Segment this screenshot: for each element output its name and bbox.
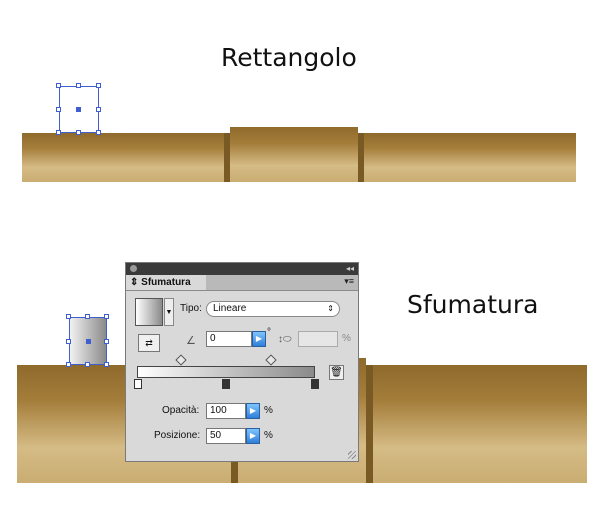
gradient-stop-start[interactable] xyxy=(134,379,142,389)
midpoint-diamond-left[interactable] xyxy=(175,354,187,366)
gradient-stop-mid[interactable] xyxy=(222,379,230,389)
aspect-ratio-unit: % xyxy=(342,333,351,344)
double-arrow-icon: ⇕ xyxy=(130,277,139,288)
pipe-top-joint-right xyxy=(358,133,364,182)
handle-w[interactable] xyxy=(56,107,61,112)
handle-n[interactable] xyxy=(76,83,81,88)
resize-grip-icon[interactable] xyxy=(348,451,356,459)
angle-unit: ° xyxy=(267,327,271,338)
handle-e-2[interactable] xyxy=(104,339,109,344)
close-icon[interactable] xyxy=(130,265,137,272)
opacity-label: Opacità: xyxy=(162,405,200,416)
center-point-2 xyxy=(86,339,91,344)
handle-nw-2[interactable] xyxy=(66,314,71,319)
handle-sw[interactable] xyxy=(56,130,61,135)
swatch-dropdown-icon[interactable]: ▼ xyxy=(164,298,174,326)
reverse-gradient-button[interactable]: ⇄ xyxy=(138,334,160,352)
center-point xyxy=(76,107,81,112)
gradient-bar[interactable] xyxy=(137,366,315,378)
handle-n-2[interactable] xyxy=(85,314,90,319)
panel-tabrow: ⇕ Sfumatura ▾≡ xyxy=(126,275,358,291)
handle-se-2[interactable] xyxy=(104,362,109,367)
handle-e[interactable] xyxy=(96,107,101,112)
pipe-top-coupling xyxy=(230,127,358,182)
handle-ne-2[interactable] xyxy=(104,314,109,319)
panel-titlebar[interactable]: ◂◂ xyxy=(126,263,358,275)
opacity-field[interactable]: 100 xyxy=(206,403,246,419)
handle-nw[interactable] xyxy=(56,83,61,88)
delete-stop-icon[interactable]: 🗑 xyxy=(329,365,344,380)
type-label: Tipo: xyxy=(180,303,202,314)
angle-icon: ∠ xyxy=(186,335,196,347)
type-select[interactable]: Lineare ⇕ xyxy=(206,301,340,317)
position-spin-button[interactable]: ▶ xyxy=(246,428,260,444)
aspect-ratio-field[interactable] xyxy=(298,331,338,347)
panel-menu-icon[interactable]: ▾≡ xyxy=(344,276,354,286)
angle-field[interactable]: 0 xyxy=(206,331,252,347)
position-label: Posizione: xyxy=(154,430,201,441)
position-field[interactable]: 50 xyxy=(206,428,246,444)
type-select-value: Lineare xyxy=(213,303,247,314)
handle-se[interactable] xyxy=(96,130,101,135)
opacity-spin-button[interactable]: ▶ xyxy=(246,403,260,419)
pipe-bottom-joint-right xyxy=(366,365,373,483)
tab-label: Sfumatura xyxy=(141,277,191,288)
handle-s-2[interactable] xyxy=(85,362,90,367)
chevron-updown-icon: ⇕ xyxy=(327,304,334,313)
handle-sw-2[interactable] xyxy=(66,362,71,367)
handle-s[interactable] xyxy=(76,130,81,135)
handle-w-2[interactable] xyxy=(66,339,71,344)
collapse-icon[interactable]: ◂◂ xyxy=(345,264,354,273)
gradient-swatch[interactable] xyxy=(135,298,163,326)
angle-spin-button[interactable]: ▶ xyxy=(252,331,266,347)
gradient-stop-end[interactable] xyxy=(311,379,319,389)
caption-rettangolo: Rettangolo xyxy=(221,43,357,72)
handle-ne[interactable] xyxy=(96,83,101,88)
aspect-ratio-icon: ↕⬭ xyxy=(278,334,292,345)
gradient-panel: ◂◂ ⇕ Sfumatura ▾≡ ▼ Tipo: Lineare ⇕ ⇄ ∠ … xyxy=(125,262,359,462)
tab-sfumatura[interactable]: ⇕ Sfumatura xyxy=(126,275,206,290)
position-unit: % xyxy=(264,430,273,441)
pipe-top-joint-left xyxy=(224,133,230,182)
midpoint-diamond-right[interactable] xyxy=(265,354,277,366)
pipe-bottom-joint-left xyxy=(231,462,238,483)
caption-sfumatura: Sfumatura xyxy=(407,290,539,319)
opacity-unit: % xyxy=(264,405,273,416)
